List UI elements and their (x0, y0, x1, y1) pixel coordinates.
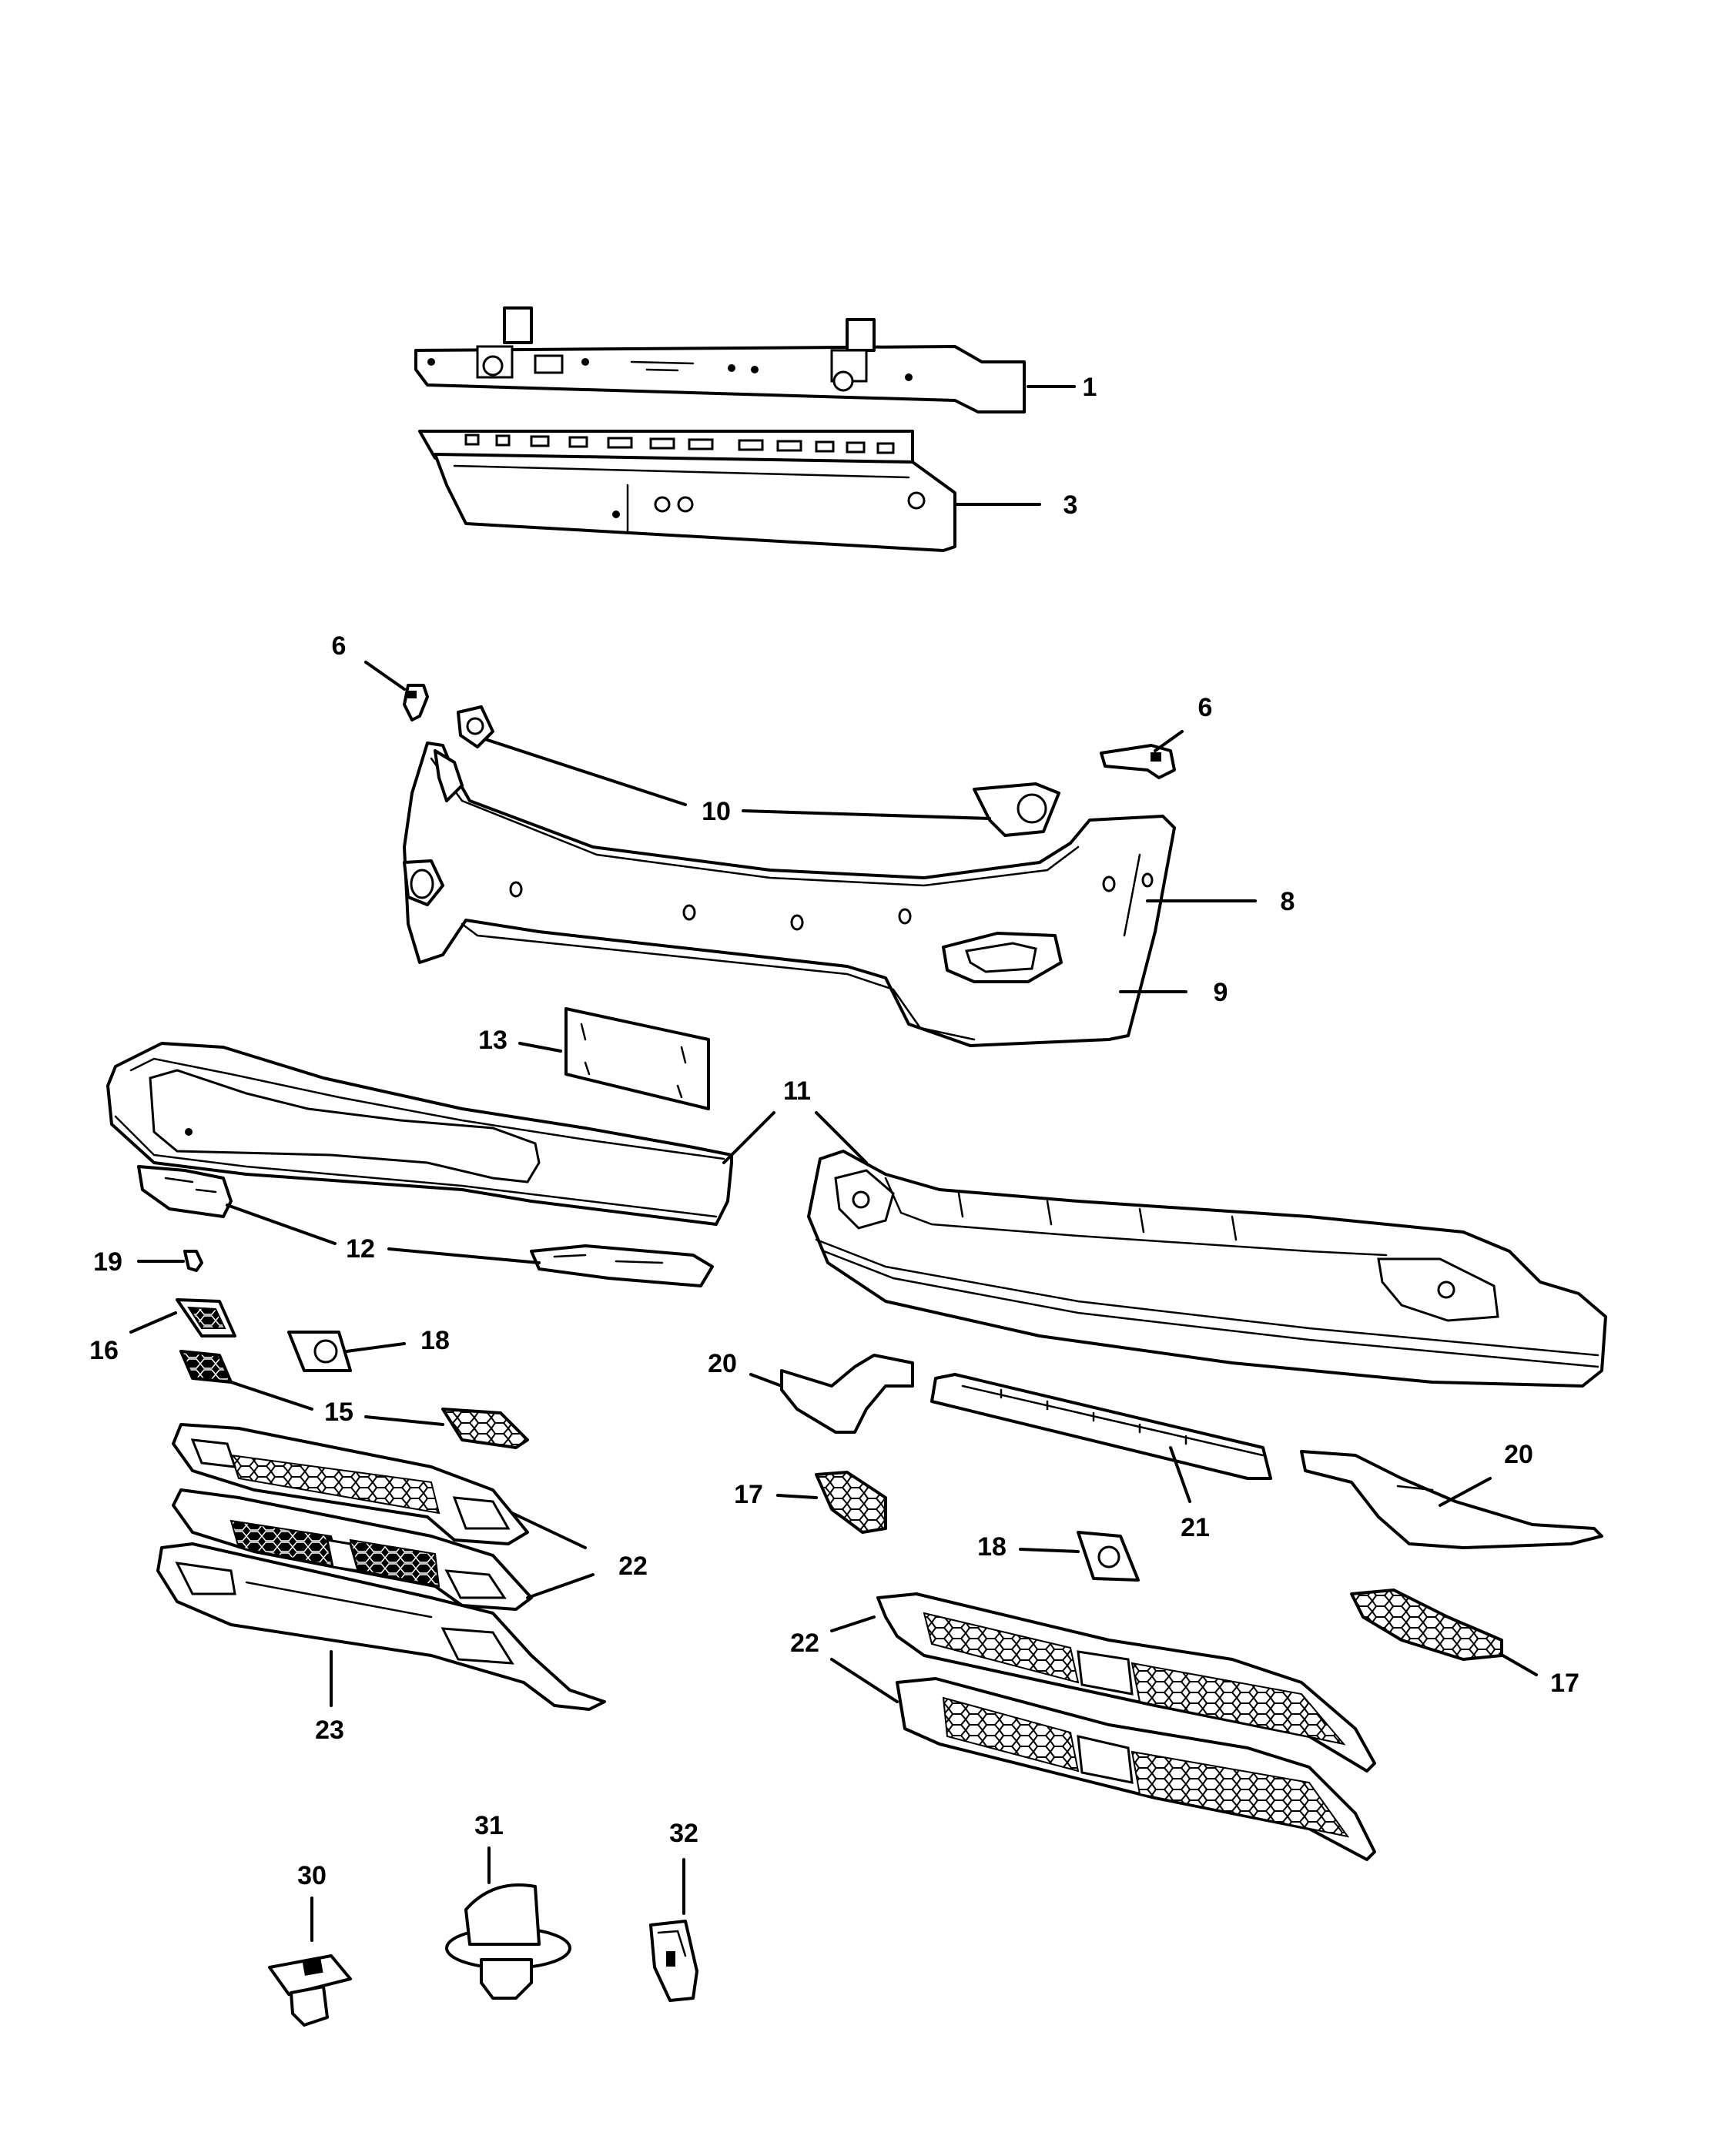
part-3-energy-absorber (418, 430, 956, 552)
callout-21: 21 (1169, 1446, 1210, 1542)
callout-16: 16 (89, 1311, 177, 1365)
absorber-slots (464, 434, 895, 454)
callout-17-right-label: 17 (1550, 1669, 1579, 1698)
part-18-cap-right (1077, 1531, 1140, 1582)
part-31-push-pin (445, 1883, 571, 2000)
callout-11: 11 (722, 1076, 868, 1164)
part-21-strip (930, 1373, 1272, 1480)
callout-13-label: 13 (478, 1026, 507, 1055)
part-10-bezel-left (457, 705, 494, 748)
callout-20-right-label: 20 (1504, 1440, 1533, 1469)
part-22-grille-left-upper (172, 1423, 529, 1545)
part-8-9-upper-fascia (403, 742, 1176, 1047)
part-10-bezel-right (973, 782, 1060, 837)
callout-32-label: 32 (669, 1819, 698, 1848)
callout-20-left: 20 (708, 1349, 783, 1388)
part-12-trim-left (137, 1165, 233, 1218)
part-22-grille-left-lower (172, 1488, 533, 1611)
callout-17-left-label: 17 (734, 1480, 763, 1509)
part-20-bracket-left (780, 1354, 914, 1434)
callout-8-label: 8 (1281, 887, 1295, 916)
callout-10: 10 (484, 738, 991, 826)
part-6-bracket-right (1100, 744, 1176, 779)
part-17-grille-right (1350, 1589, 1503, 1661)
callout-30: 30 (297, 1861, 327, 1942)
callout-11-label: 11 (783, 1076, 811, 1106)
part-12-trim-right (530, 1244, 714, 1287)
part-17-grille-left (815, 1471, 887, 1534)
callout-12-label: 12 (346, 1234, 375, 1264)
part-18-cap-left (287, 1331, 352, 1372)
part-11-lower-fascia-left-view (106, 1042, 733, 1226)
callout-31: 31 (474, 1811, 504, 1884)
callout-15: 15 (229, 1381, 444, 1427)
callout-18-right-label: 18 (977, 1532, 1007, 1562)
callout-9-label: 9 (1214, 978, 1228, 1007)
callout-18-left: 18 (345, 1326, 450, 1355)
callout-6-right: 6 (1154, 693, 1213, 752)
callout-23-label: 23 (315, 1716, 344, 1745)
callout-1-label: 1 (1083, 373, 1097, 402)
part-20-bracket-right (1300, 1450, 1603, 1549)
callout-20-left-label: 20 (708, 1349, 737, 1378)
callout-19: 19 (93, 1247, 185, 1277)
callout-6-left-label: 6 (332, 631, 347, 661)
callout-18-left-label: 18 (420, 1326, 450, 1355)
callout-23: 23 (315, 1650, 344, 1745)
callout-3: 3 (953, 490, 1078, 520)
callout-3-label: 3 (1063, 490, 1078, 520)
callout-17-left: 17 (734, 1480, 818, 1509)
callout-16-label: 16 (89, 1336, 119, 1365)
callout-22-right-label: 22 (790, 1629, 819, 1658)
part-22-grille-right-lower (896, 1677, 1376, 1861)
callout-31-label: 31 (474, 1811, 504, 1840)
part-16-bezel (176, 1298, 236, 1337)
callout-22-left: 22 (511, 1512, 648, 1599)
callout-1: 1 (1027, 373, 1097, 402)
part-11-lower-fascia-right-view (807, 1150, 1607, 1388)
callout-18-right: 18 (977, 1532, 1080, 1562)
part-30-clip (268, 1954, 352, 2027)
callout-15-label: 15 (324, 1398, 353, 1427)
part-22-grille-right-upper (876, 1592, 1376, 1773)
part-23-lower-frame (156, 1542, 606, 1711)
callout-10-label: 10 (702, 797, 731, 826)
callout-22-left-label: 22 (618, 1552, 648, 1581)
callout-6-right-label: 6 (1198, 693, 1213, 722)
callout-20-right: 20 (1439, 1440, 1533, 1507)
part-32-nut-clip (649, 1920, 698, 2002)
callout-9: 9 (1119, 978, 1228, 1007)
callout-32: 32 (669, 1819, 698, 1915)
part-15-grille-insert-left (179, 1350, 233, 1384)
part-6-bracket-left (403, 684, 429, 721)
part-15-grille-insert-right (441, 1408, 529, 1449)
part-19-clip (183, 1250, 203, 1272)
callout-22-right: 22 (790, 1615, 899, 1703)
callout-12: 12 (226, 1204, 541, 1264)
callout-19-label: 19 (93, 1247, 122, 1277)
callout-13: 13 (478, 1026, 562, 1055)
callout-30-label: 30 (297, 1861, 327, 1890)
callout-6-left: 6 (332, 631, 406, 691)
callout-8: 8 (1146, 887, 1295, 916)
callout-17-right: 17 (1499, 1652, 1579, 1698)
part-1-reinforcement-beam (414, 306, 1026, 413)
callout-21-label: 21 (1181, 1513, 1210, 1542)
part-13-license-bracket (564, 1007, 710, 1110)
